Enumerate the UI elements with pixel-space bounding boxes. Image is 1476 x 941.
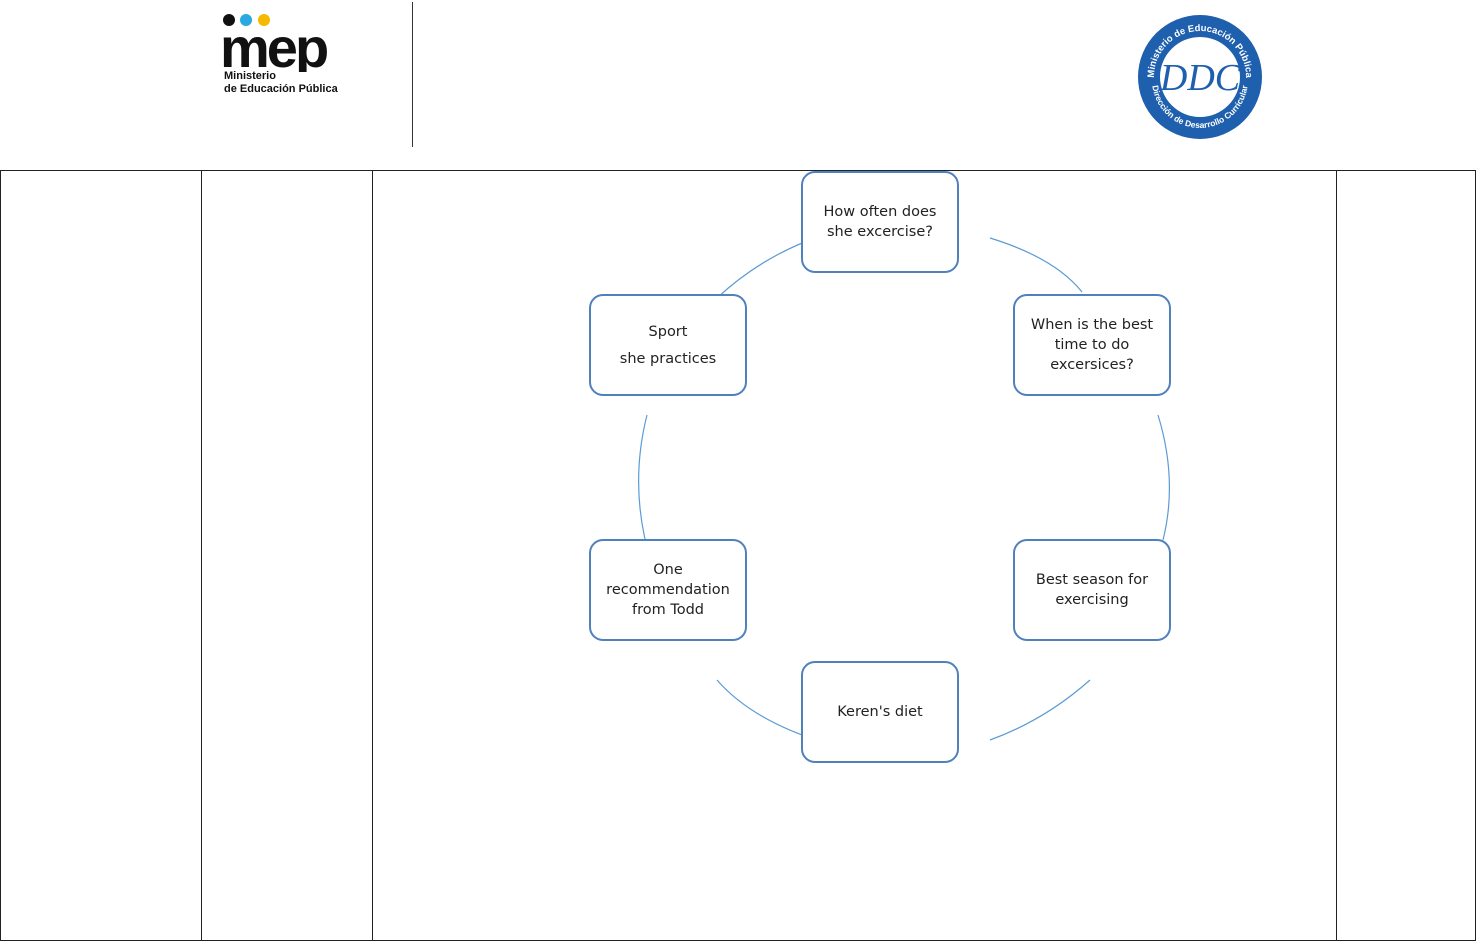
node-text: she excercise? [827,224,933,240]
node-text: exercising [1055,592,1129,608]
node-text: Best season for [1035,572,1149,588]
cycle-node-recommendation: One recommendation from Todd [589,539,747,641]
cycle-node-best-time: When is the best time to do excersices? [1013,294,1171,396]
node-text: time to do [1054,337,1130,353]
ddc-seal-logo: Ministerio de Educación Pública Direcció… [1138,15,1262,139]
page-header: mep Ministerio de Educación Pública Mini… [0,0,1476,170]
node-text: excersices? [1050,357,1134,373]
table-top-border [0,170,1476,171]
mep-logo-mark: mep [220,14,330,72]
node-text: When is the best [1030,317,1154,333]
node-text: Sport [648,323,688,340]
header-divider [412,2,413,147]
mep-logo-line2: de Educación Pública [224,83,338,95]
mep-logo-subtitle: Ministerio de Educación Pública [224,70,338,96]
node-text: Keren's diet [837,704,923,720]
table-left-border [0,170,1,941]
column-divider-1 [201,170,202,941]
ddc-seal-center-text: DDC [1159,57,1241,99]
cycle-node-diet: Keren's diet [801,661,959,763]
node-text: recommendation [606,582,730,598]
cycle-node-best-season: Best season for exercising [1013,539,1171,641]
mep-logo-word: mep [220,16,327,72]
column-divider-3 [1336,170,1337,941]
column-divider-2 [372,170,373,941]
mep-logo-line1: Ministerio [224,70,276,82]
node-text: One [653,562,683,578]
cycle-node-exercise-frequency: How often does she excercise? [801,171,959,273]
cycle-node-sport: Sport she practices [589,294,747,396]
node-text: she practices [619,350,717,367]
arc-connector [989,237,1083,293]
node-text: How often does [823,204,937,220]
mep-logo: mep Ministerio de Educación Pública [220,12,360,102]
node-text: from Todd [631,602,705,618]
arc-connector [989,679,1091,741]
arc-connector [1157,414,1171,541]
